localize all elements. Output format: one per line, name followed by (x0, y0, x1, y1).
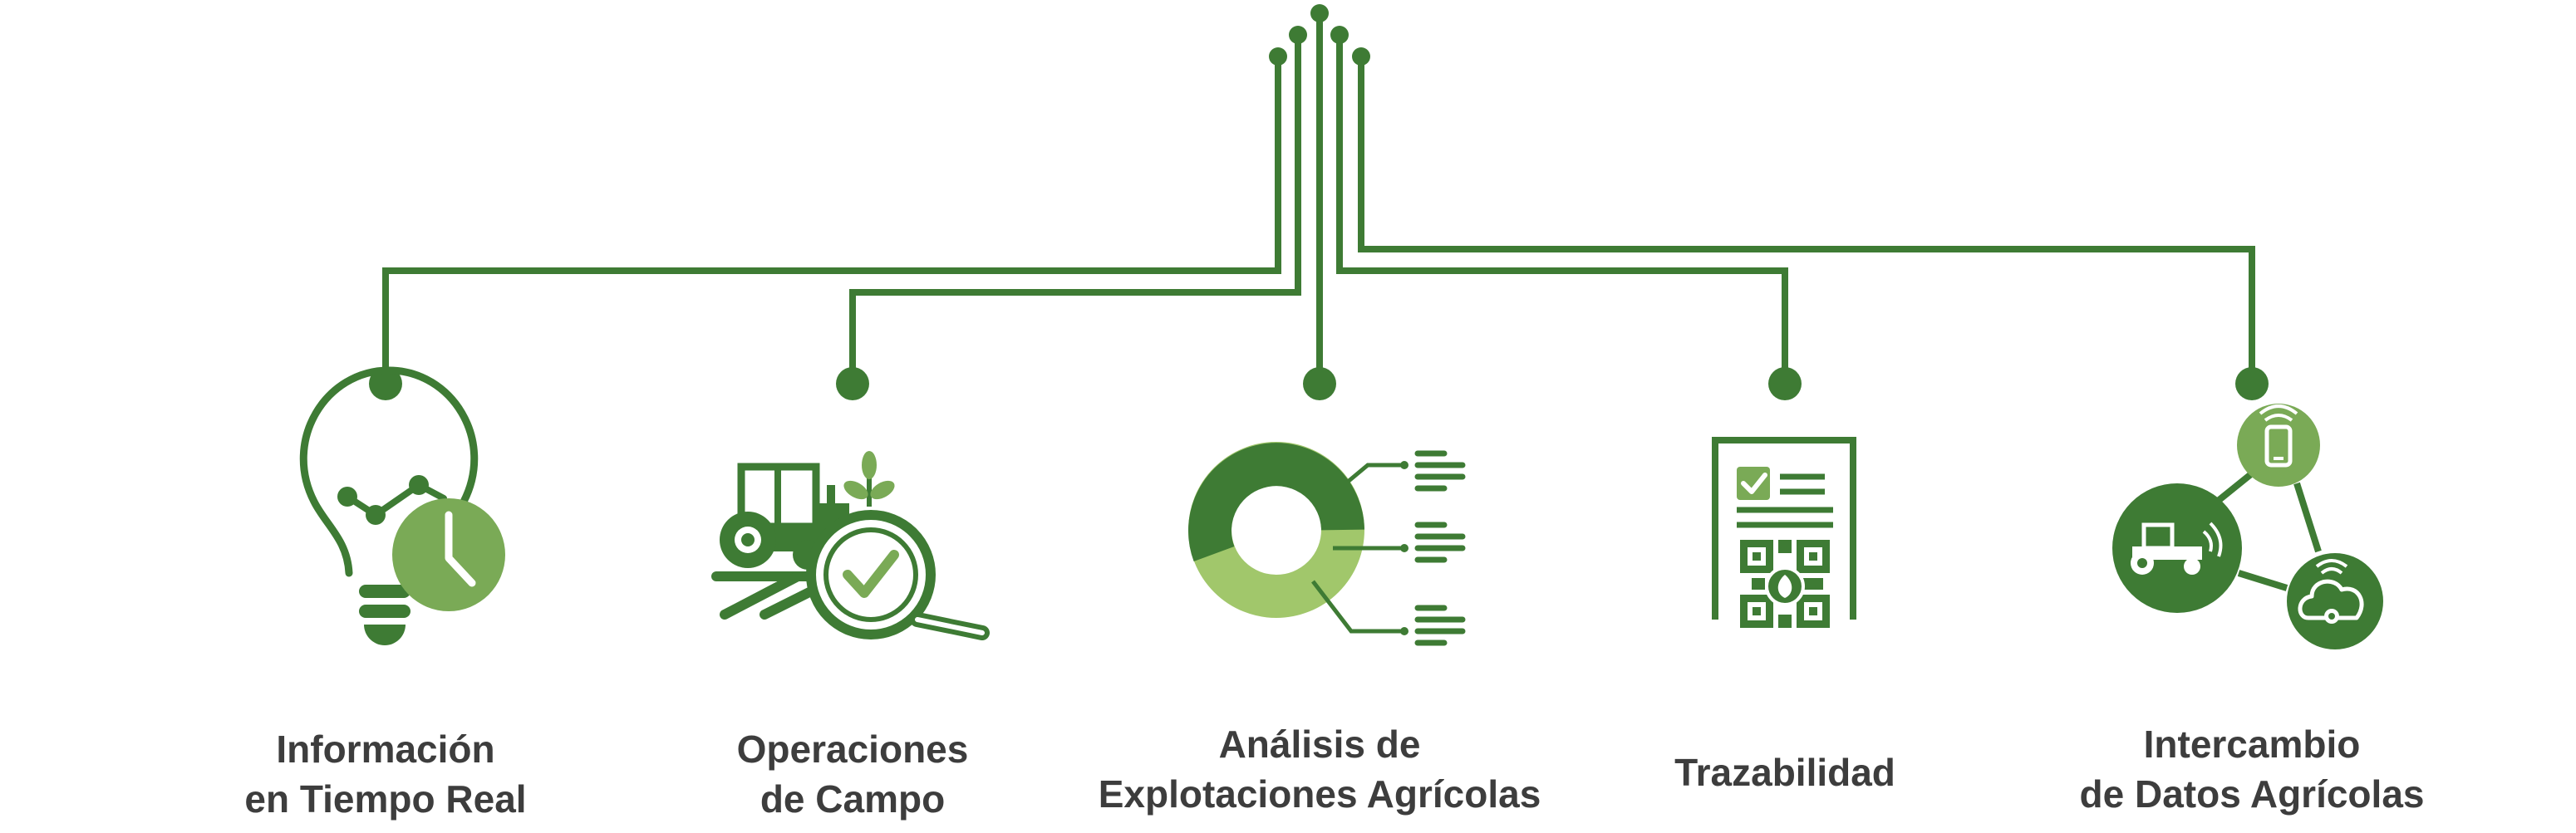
label-line: Trazabilidad (1674, 751, 1895, 794)
donut-chart-icon (1188, 442, 1466, 646)
label-data-exchange: Intercambio de Datos Agrícolas (1953, 719, 2551, 819)
label-field-operations: Operaciones de Campo (553, 724, 1152, 824)
connector-tree (382, 13, 2255, 384)
connector-end-nodes (369, 367, 2269, 400)
connector-traceability (1336, 35, 1788, 384)
label-line: de Datos Agrícolas (2079, 772, 2425, 816)
connected-devices-icon (2112, 404, 2383, 649)
label-line: Explotaciones Agrícolas (1098, 772, 1541, 816)
connector-top-nodes (1269, 4, 1370, 66)
label-line: en Tiempo Real (244, 777, 527, 821)
label-real-time-info: Información en Tiempo Real (86, 724, 685, 824)
label-farm-analysis: Análisis de Explotaciones Agrícolas (1020, 719, 1619, 819)
label-traceability: Trazabilidad (1486, 747, 2084, 797)
connector-real-time-info (382, 56, 1281, 384)
label-line: de Campo (760, 777, 946, 821)
connector-field-operations (849, 35, 1301, 384)
label-line: Operaciones (736, 728, 969, 771)
label-line: Información (276, 728, 495, 771)
lightbulb-clock-icon (299, 366, 505, 645)
qr-document-icon (1712, 437, 1856, 628)
label-line: Análisis de (1218, 723, 1421, 766)
label-line: Intercambio (2143, 723, 2361, 766)
tractor-magnifier-icon (711, 451, 990, 640)
connector-data-exchange (1358, 56, 2255, 384)
